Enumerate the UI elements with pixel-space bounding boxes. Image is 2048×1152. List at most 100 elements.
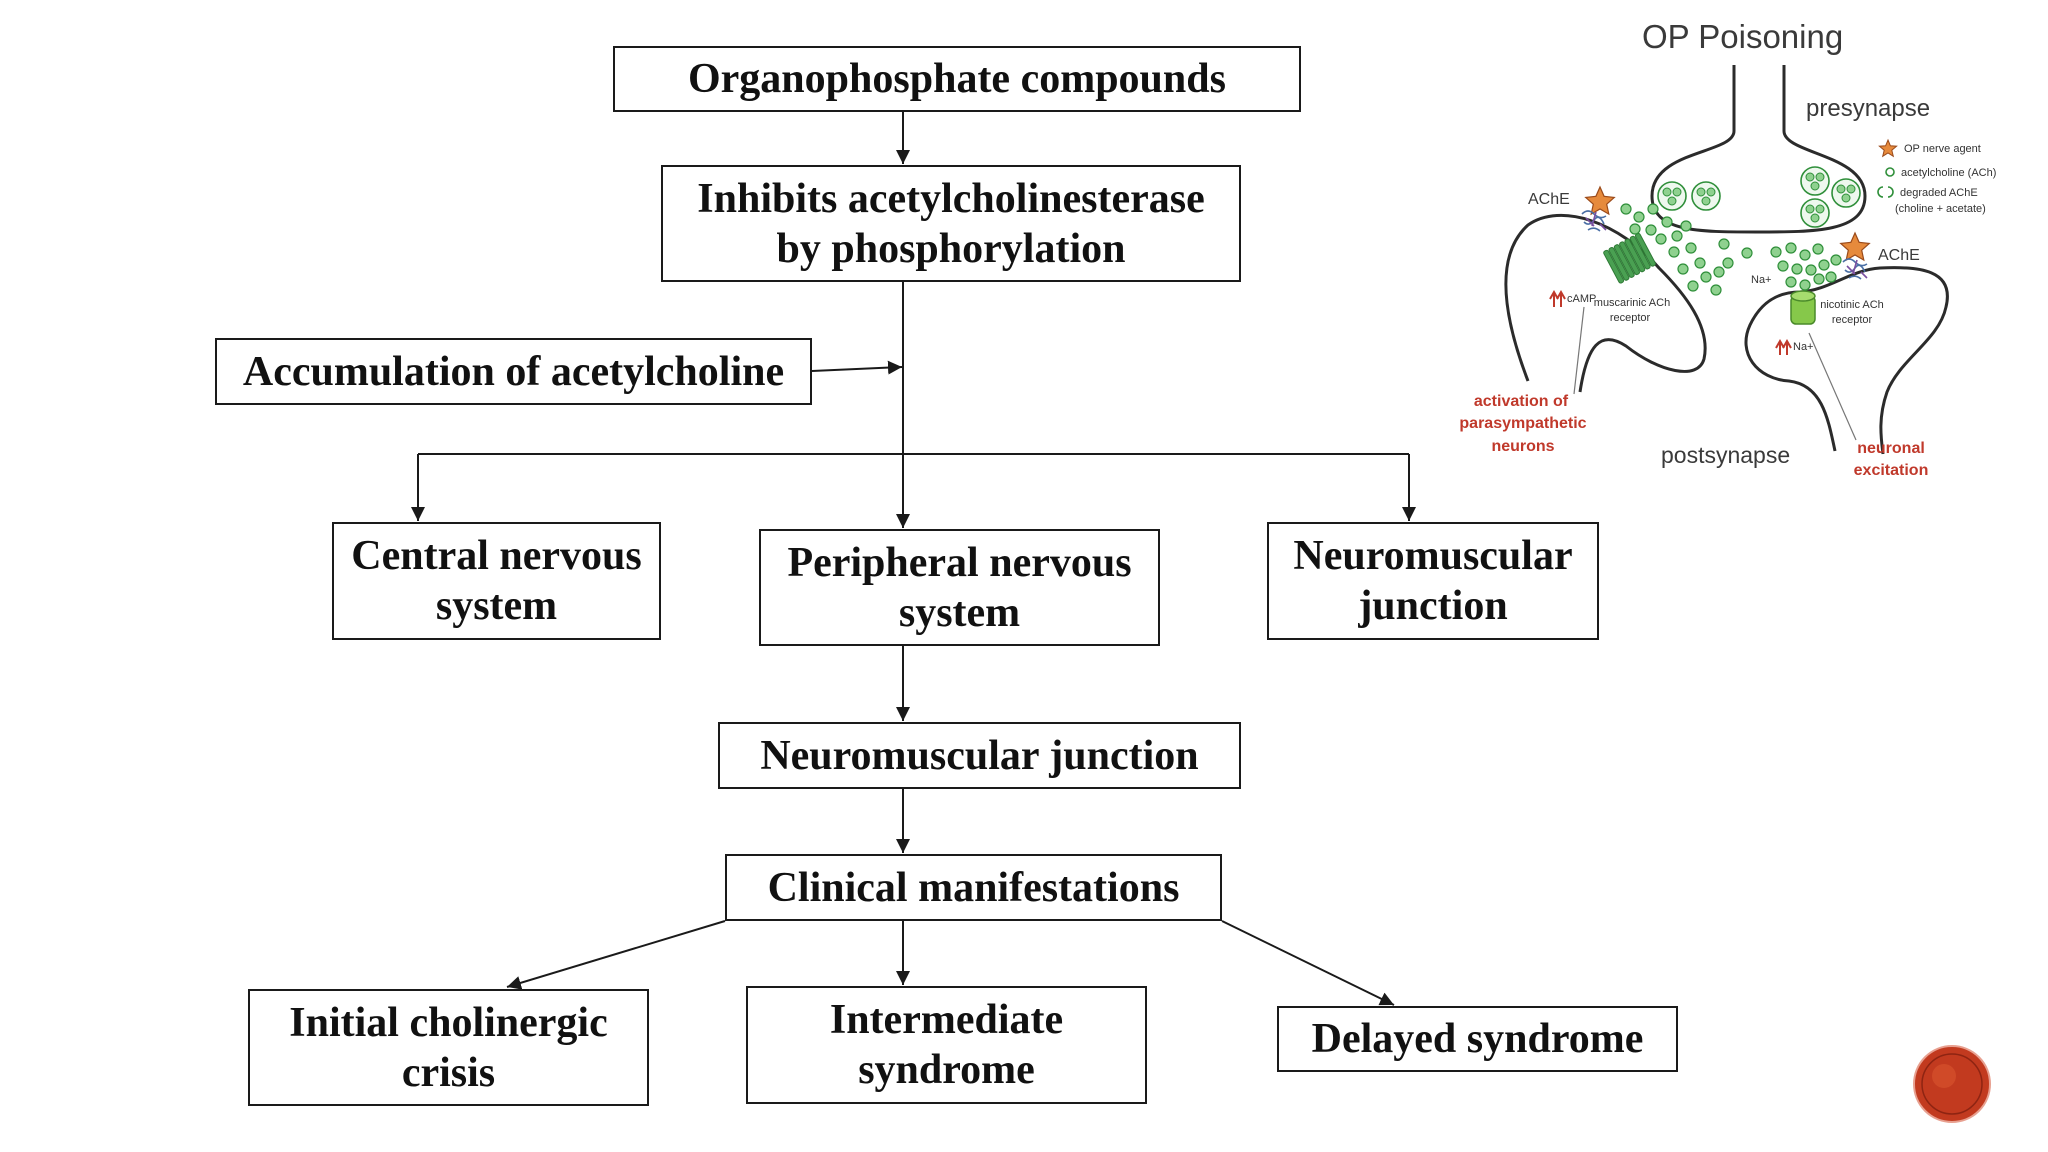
node-peripheral-nervous-system: Peripheral nervous system: [759, 529, 1160, 646]
vesicle-ach-molecule: [1805, 204, 1815, 214]
node-label: Clinical manifestations: [767, 864, 1180, 911]
enzyme-strand: [1846, 259, 1868, 279]
receptor-helix: [1608, 247, 1630, 281]
node-label: Accumulation of acetylcholine: [242, 348, 785, 395]
logo-highlight: [1932, 1064, 1956, 1088]
vesicle-ach-molecule: [1805, 172, 1815, 182]
ach-molecule: [1685, 242, 1697, 254]
excitation-label-line1: neuronal: [1857, 440, 1925, 457]
ach-molecule: [1713, 266, 1725, 278]
ach-molecule: [1830, 254, 1842, 266]
ach-molecule: [1777, 260, 1789, 272]
postsynapse-label: postsynapse: [1661, 442, 1790, 468]
ach-molecule: [1818, 259, 1830, 271]
ach-molecule: [1785, 242, 1797, 254]
ach-molecule: [1813, 273, 1825, 285]
arrow-clinical-to-delayed: [1221, 920, 1395, 1006]
node-label-line2: syndrome: [858, 1047, 1035, 1093]
pointer-line-right: [1808, 332, 1857, 441]
node-label-line1: Central nervous: [351, 533, 642, 579]
enzyme-strand: [1842, 258, 1868, 280]
vesicle-membrane: [1800, 198, 1830, 228]
node-delayed-syndrome: Delayed syndrome: [1277, 1006, 1678, 1072]
ach-molecule: [1799, 279, 1811, 291]
vesicle-ach-molecule: [1841, 193, 1851, 203]
muscarinic-label-line1: muscarinic ACh: [1594, 297, 1670, 309]
activation-label-line2: parasympathetic: [1459, 415, 1586, 432]
ach-molecule: [1770, 246, 1782, 258]
arrow-accumulation-to-trunk: [811, 360, 903, 375]
receptor-helix: [1629, 235, 1651, 270]
receptor-helix: [1634, 232, 1656, 267]
node-intermediate-syndrome: Intermediate syndrome: [746, 986, 1147, 1104]
illustration-title: OP Poisoning: [1642, 18, 1843, 55]
node-label-line2: system: [898, 589, 1021, 636]
vesicle-membrane: [1691, 181, 1721, 211]
ach-molecule: [1812, 243, 1824, 255]
ach-molecule: [1647, 203, 1659, 215]
op-poisoning-illustration: OP Poisoning presynapse postsynapse: [1459, 18, 1996, 479]
ach-molecule: [1687, 280, 1699, 292]
ach-molecule: [1671, 230, 1683, 242]
postsynaptic-neuron-left: [1504, 213, 1707, 393]
nicotinic-channel-body: [1790, 295, 1816, 325]
enzyme-strand: [1585, 211, 1607, 231]
ach-molecule: [1799, 249, 1811, 261]
ach-molecule: [1741, 247, 1753, 259]
camp-up-arrows-icon: [1549, 289, 1566, 307]
receptor-helix: [1624, 238, 1646, 273]
node-initial-cholinergic-crisis: Initial cholinergic crisis: [248, 989, 649, 1106]
nicotinic-label-line1: nicotinic ACh: [1820, 299, 1884, 311]
node-label-line2: system: [435, 583, 558, 629]
ach-molecule: [1718, 238, 1730, 250]
ach-molecule: [1825, 271, 1837, 283]
vesicle-ach-molecule: [1662, 187, 1672, 197]
slide-logo: [1913, 1045, 1991, 1123]
synaptic-vesicle: [1800, 198, 1830, 228]
node-label: Neuromuscular junction: [760, 732, 1199, 779]
ache-label-left: AChE: [1528, 191, 1570, 208]
vesicle-ach-molecule: [1810, 213, 1820, 223]
node-label-line1: Intermediate: [829, 997, 1064, 1043]
activation-label-line3: neurons: [1491, 438, 1554, 455]
vesicle-ach-molecule: [1667, 196, 1677, 206]
ach-molecule: [1680, 220, 1692, 232]
node-label: Organophosphate compounds: [688, 56, 1226, 102]
legend-degraded-ache-icon: [1877, 186, 1894, 198]
ach-molecule: [1629, 223, 1641, 235]
illustration-legend: OP nerve agent acetylcholine (ACh) degra…: [1877, 143, 1996, 215]
vesicle-ach-molecule: [1815, 172, 1825, 182]
node-label-line1: Initial cholinergic: [289, 999, 608, 1046]
node-label-line1: Inhibits acetylcholinesterase: [697, 175, 1205, 222]
vesicle-membrane: [1800, 166, 1830, 196]
presynapse-label: presynapse: [1806, 95, 1930, 122]
node-clinical-manifestations: Clinical manifestations: [725, 854, 1222, 921]
ach-molecule: [1661, 216, 1673, 228]
ach-molecule: [1710, 284, 1722, 296]
ach-molecule: [1785, 276, 1797, 288]
legend-op-agent-star-icon: [1878, 138, 1898, 158]
op-nerve-agent-star-icon: [1839, 231, 1871, 262]
receptor-helix: [1613, 244, 1635, 278]
node-label-line1: Neuromuscular: [1293, 533, 1573, 579]
vesicle-ach-molecule: [1846, 184, 1856, 194]
ach-molecule: [1620, 203, 1632, 215]
legend-degraded-ache-sub: (choline + acetate): [1895, 203, 1986, 215]
op-nerve-agent-star-icon: [1584, 185, 1616, 216]
node-neuromuscular-junction-branch: Neuromuscular junction: [1267, 522, 1599, 640]
synaptic-vesicle: [1657, 181, 1687, 211]
node-label-line2: by phosphorylation: [776, 225, 1126, 272]
logo-inner-ring: [1921, 1053, 1983, 1115]
ach-molecule: [1805, 264, 1817, 276]
ach-molecule: [1655, 233, 1667, 245]
legend-acetylcholine: acetylcholine (ACh): [1901, 167, 1996, 179]
postsynaptic-neuron-right: [1744, 266, 1949, 455]
vesicle-ach-molecule: [1701, 196, 1711, 206]
node-central-nervous-system: Central nervous system: [332, 522, 661, 640]
nicotinic-label-line2: receptor: [1832, 314, 1873, 326]
node-inhibits-acetylcholinesterase: Inhibits acetylcholinesterase by phospho…: [661, 165, 1241, 282]
ach-molecule: [1645, 224, 1657, 236]
ach-molecule: [1700, 271, 1712, 283]
vesicle-membrane: [1657, 181, 1687, 211]
arrow-clinical-to-initial: [506, 920, 726, 990]
